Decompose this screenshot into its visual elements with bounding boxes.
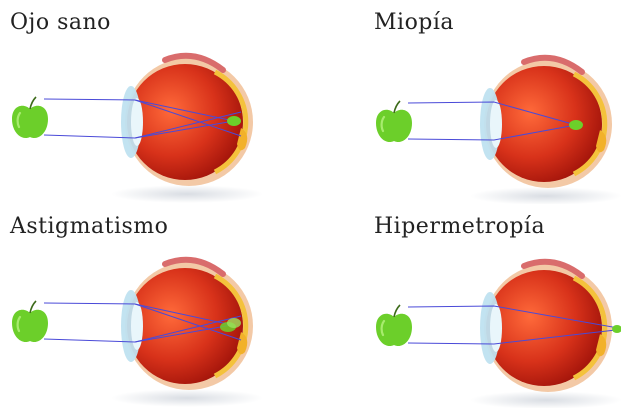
ray-top [407, 101, 577, 126]
retina-image-blur [227, 318, 241, 328]
ray-cross-b [134, 111, 242, 139]
panel-title: Hipermetropía [374, 214, 546, 239]
lens [490, 304, 502, 352]
apple-icon [12, 300, 48, 343]
light-rays [43, 98, 242, 139]
eye-illustration [12, 256, 263, 407]
ray-top [407, 305, 621, 329]
eye-muscle [162, 52, 226, 73]
eye-muscle [162, 256, 226, 277]
ray-bottom [407, 328, 621, 345]
optic-nerve [237, 332, 248, 355]
panel-hipermetropia: Hipermetropía [362, 204, 621, 408]
eye-muscle [521, 54, 585, 75]
optic-nerve [237, 128, 248, 151]
panel-astigmatismo: Astigmatismo [0, 204, 310, 408]
eyeball [486, 270, 602, 386]
eyeball [127, 268, 243, 384]
panel-title: Ojo sano [10, 10, 111, 35]
panel-title: Astigmatismo [10, 214, 169, 239]
ray-cross-a [134, 99, 242, 137]
eye-muscle [521, 258, 585, 279]
lens [131, 98, 143, 146]
apple-icon [376, 304, 412, 347]
eye-shadow [111, 185, 263, 203]
eye-illustration [376, 258, 621, 408]
ray-bottom [407, 124, 577, 141]
apple-icon [12, 96, 48, 139]
eyeball [486, 66, 602, 182]
eye-shadow [470, 391, 621, 408]
retina [213, 69, 249, 175]
optic-nerve [596, 130, 607, 153]
eye-illustration [376, 54, 621, 204]
eye-illustration [12, 52, 263, 203]
optic-nerve [596, 334, 607, 357]
apple-icon [376, 100, 412, 143]
retina-image [569, 120, 583, 130]
ray-cross-b [134, 315, 242, 343]
ray-cross-a [134, 303, 242, 341]
light-rays [407, 101, 577, 141]
retina-image [612, 325, 621, 333]
retina [572, 71, 608, 177]
eyeball [127, 64, 243, 180]
lens [131, 302, 143, 350]
eye-shadow [470, 187, 621, 204]
lens [490, 100, 502, 148]
panel-title: Miopía [374, 10, 455, 35]
light-rays [407, 305, 621, 345]
light-rays [43, 302, 242, 343]
eye-shadow [111, 389, 263, 407]
panel-ojo-sano: Ojo sano [0, 0, 310, 204]
retina-image [227, 116, 241, 126]
retina [213, 273, 249, 379]
panel-miopia: Miopía [362, 0, 621, 204]
retina [572, 275, 608, 381]
